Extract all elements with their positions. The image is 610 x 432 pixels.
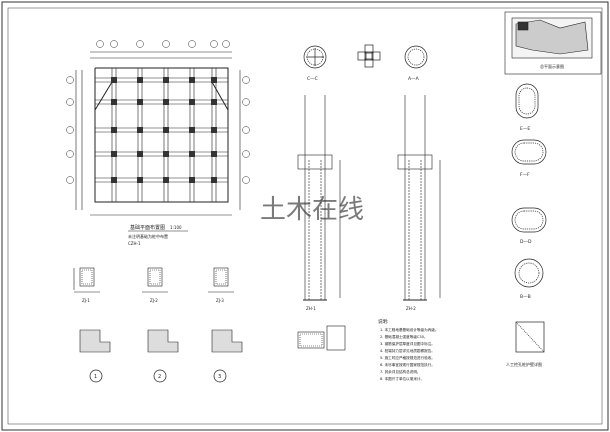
plan-scale: 1:100 — [170, 225, 182, 230]
label-dd: D—D — [520, 239, 532, 245]
label-bb: B—B — [520, 294, 531, 300]
label-aa: A—A — [408, 76, 420, 82]
note-3: 3. 钢筋保护层厚度详见图中标注。 — [380, 341, 435, 346]
label-ff: F—F — [520, 172, 530, 178]
cap-label-3: ZJ-3 — [216, 298, 224, 303]
section-symbols — [303, 44, 428, 69]
note-2: 2. 基础混凝土强度等级C30。 — [380, 334, 428, 339]
l-shaped-sections — [79, 329, 243, 353]
plan-axis-bubbles — [66, 40, 250, 184]
foundation-plan — [75, 51, 241, 216]
plan-note-1: 未注明基础为桩中布置 — [128, 233, 168, 239]
label-cc: C—C — [307, 76, 318, 82]
right-sections — [511, 83, 547, 353]
section-markers — [89, 369, 227, 383]
marker-1: 1 — [94, 374, 97, 380]
note-6: 6. 未尽事宜按现行国家规范执行。 — [380, 362, 435, 367]
note-5: 5. 施工时应严格按规范进行验收。 — [380, 355, 435, 360]
cap-details — [73, 267, 234, 293]
note-8: 8. 本图尺寸单位以毫米计。 — [380, 376, 424, 381]
marker-3: 3 — [218, 374, 221, 380]
key-plan-label: 总平面示意图 — [540, 63, 564, 69]
plan-title: 基础平面布置图 — [130, 224, 165, 231]
key-plan — [504, 11, 602, 75]
title-frame — [7, 7, 603, 425]
pile-label-1: ZH-1 — [306, 306, 316, 311]
note-1: 1. 本工程地基基础设计等级为丙级。 — [380, 327, 438, 332]
detail-caption: 人工挖孔桩护壁详图 — [506, 361, 542, 367]
label-ee: E—E — [520, 126, 530, 132]
bottom-detail — [297, 325, 346, 351]
note-7: 7. 其余详见结构总说明。 — [380, 369, 421, 374]
plan-pile-caps — [111, 77, 217, 183]
pile-label-2: ZH-2 — [406, 306, 416, 311]
watermark: 土木在线 — [260, 195, 364, 225]
note-4: 4. 桩端持力层详见地质勘察报告。 — [380, 348, 435, 353]
pile-elevation-2 — [397, 95, 441, 301]
cap-label-1: ZJ-1 — [82, 298, 90, 303]
cap-label-2: ZJ-2 — [150, 298, 158, 303]
pile-elevation-1 — [297, 95, 341, 301]
marker-2: 2 — [158, 374, 161, 380]
plan-note-2: CZH-1 — [128, 241, 141, 246]
notes-heading: 说明: — [378, 318, 389, 325]
